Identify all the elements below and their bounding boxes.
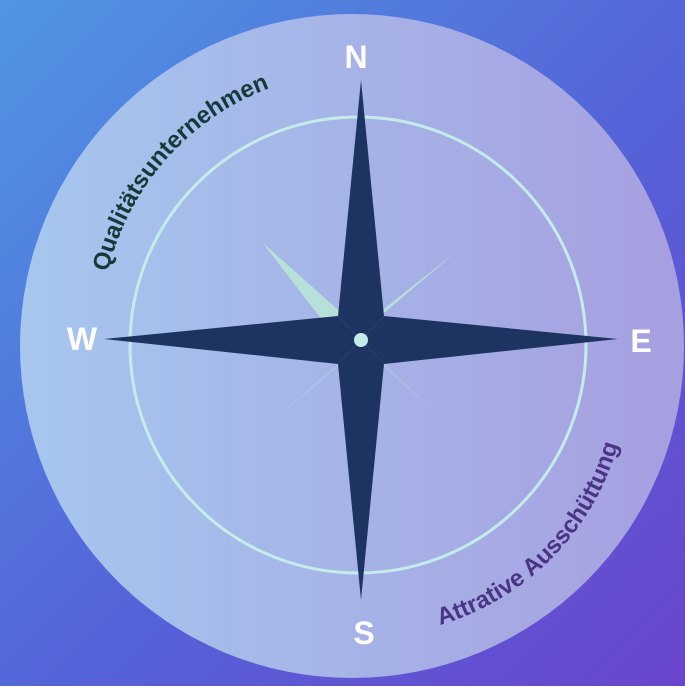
cardinal-west: W xyxy=(67,321,98,357)
center-dot xyxy=(354,333,368,347)
main-star xyxy=(104,80,618,600)
cardinal-south: S xyxy=(353,615,374,651)
cardinal-north: N xyxy=(344,39,367,75)
cardinal-east: E xyxy=(630,323,651,359)
